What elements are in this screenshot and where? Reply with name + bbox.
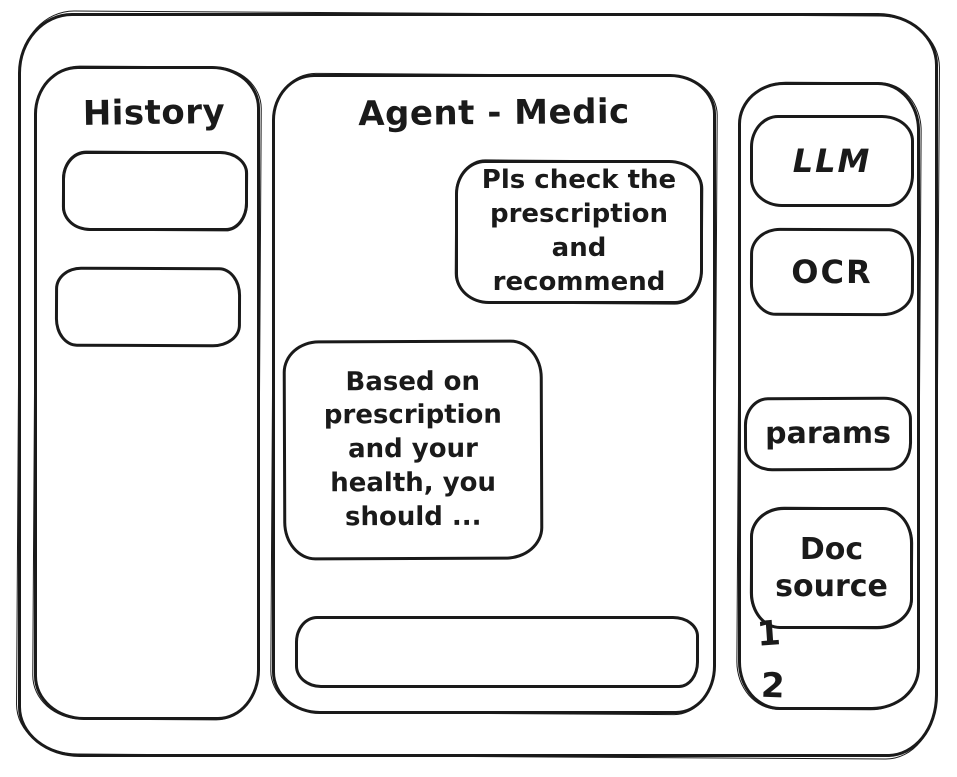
outer-frame: History Agent - Medic Pls check the pres… bbox=[18, 13, 938, 757]
history-item-2[interactable] bbox=[54, 266, 242, 348]
llm-button[interactable]: LLM bbox=[750, 115, 914, 207]
history-item-1[interactable] bbox=[62, 151, 248, 231]
doc-source-item-1[interactable]: 1 bbox=[755, 613, 783, 655]
doc-source-button[interactable]: Doc source bbox=[750, 507, 913, 629]
agent-message-text: Based on prescription and your health, y… bbox=[323, 366, 502, 532]
user-message-text: Pls check the prescription and recommend bbox=[481, 165, 677, 297]
history-title: History bbox=[82, 91, 226, 134]
agent-message-bubble: Based on prescription and your health, y… bbox=[282, 339, 544, 561]
doc-source-item-2[interactable]: 2 bbox=[760, 665, 786, 707]
chat-input[interactable] bbox=[295, 616, 699, 688]
params-button[interactable]: params bbox=[743, 396, 913, 472]
tools-sidebar: LLM OCR params Doc source 1 2 bbox=[738, 82, 920, 710]
user-message-bubble: Pls check the prescription and recommend bbox=[455, 160, 703, 304]
doc-source-label: Doc source bbox=[775, 531, 888, 605]
chat-title: Agent - Medic bbox=[358, 91, 630, 135]
ocr-button[interactable]: OCR bbox=[749, 227, 915, 317]
history-sidebar: History bbox=[34, 66, 260, 720]
chat-panel: Agent - Medic Pls check the prescription… bbox=[272, 74, 716, 714]
